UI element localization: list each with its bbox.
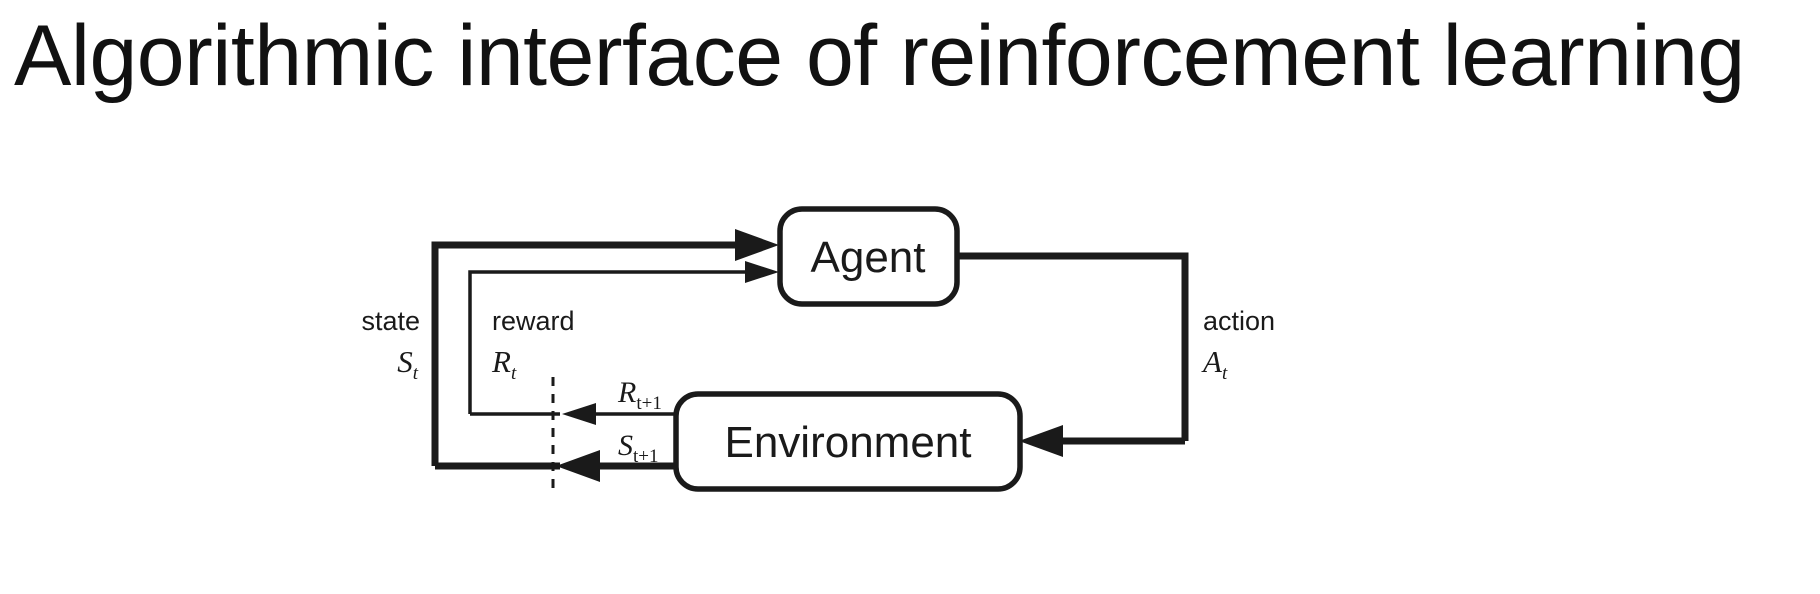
page-title: Algorithmic interface of reinforcement l… — [14, 8, 1745, 104]
reward-symbol: R — [491, 344, 511, 379]
reward-label-group: reward Rt — [491, 306, 575, 384]
reward-next-symbol: R — [617, 376, 636, 409]
state-next-symbol-group: St+1 — [618, 429, 659, 467]
environment-label: Environment — [724, 418, 971, 467]
action-symbol-subscript: t — [1222, 363, 1228, 384]
state-next-subscript: t+1 — [633, 446, 659, 467]
action-symbol: A — [1201, 344, 1223, 379]
reward-next-label-group: Rt+1 — [617, 376, 662, 414]
rl-loop-diagram: Agent Environment state — [0, 150, 1820, 594]
state-next-label-group: St+1 — [618, 429, 659, 467]
state-next-arrowhead — [556, 450, 600, 482]
action-edge-path — [957, 252, 1189, 457]
agent-node[interactable]: Agent — [777, 206, 960, 307]
state-symbol-group: St — [397, 344, 419, 384]
action-label: action — [1203, 306, 1275, 336]
reward-next-subscript: t+1 — [636, 393, 662, 414]
reward-edge-path — [468, 261, 779, 416]
action-symbol-group: At — [1201, 344, 1228, 384]
state-label-group: state St — [361, 306, 420, 384]
environment-node[interactable]: Environment — [673, 391, 1023, 492]
reward-next-arrowhead — [562, 403, 596, 425]
action-label-group: action At — [1201, 306, 1275, 384]
reward-next-arrow — [562, 403, 676, 425]
reward-symbol-subscript: t — [511, 363, 517, 384]
reward-symbol-group: Rt — [491, 344, 517, 384]
state-symbol-subscript: t — [413, 363, 419, 384]
state-label: state — [361, 306, 420, 336]
reward-next-symbol-group: Rt+1 — [617, 376, 662, 414]
state-symbol: S — [397, 344, 413, 379]
state-edge-path — [431, 229, 779, 470]
agent-label: Agent — [811, 233, 926, 282]
state-arrowhead — [735, 229, 779, 261]
state-next-symbol: S — [618, 429, 633, 462]
reward-arrowhead — [745, 261, 779, 283]
reward-label: reward — [492, 306, 575, 336]
state-next-arrow — [556, 450, 676, 482]
action-arrowhead — [1019, 425, 1063, 457]
